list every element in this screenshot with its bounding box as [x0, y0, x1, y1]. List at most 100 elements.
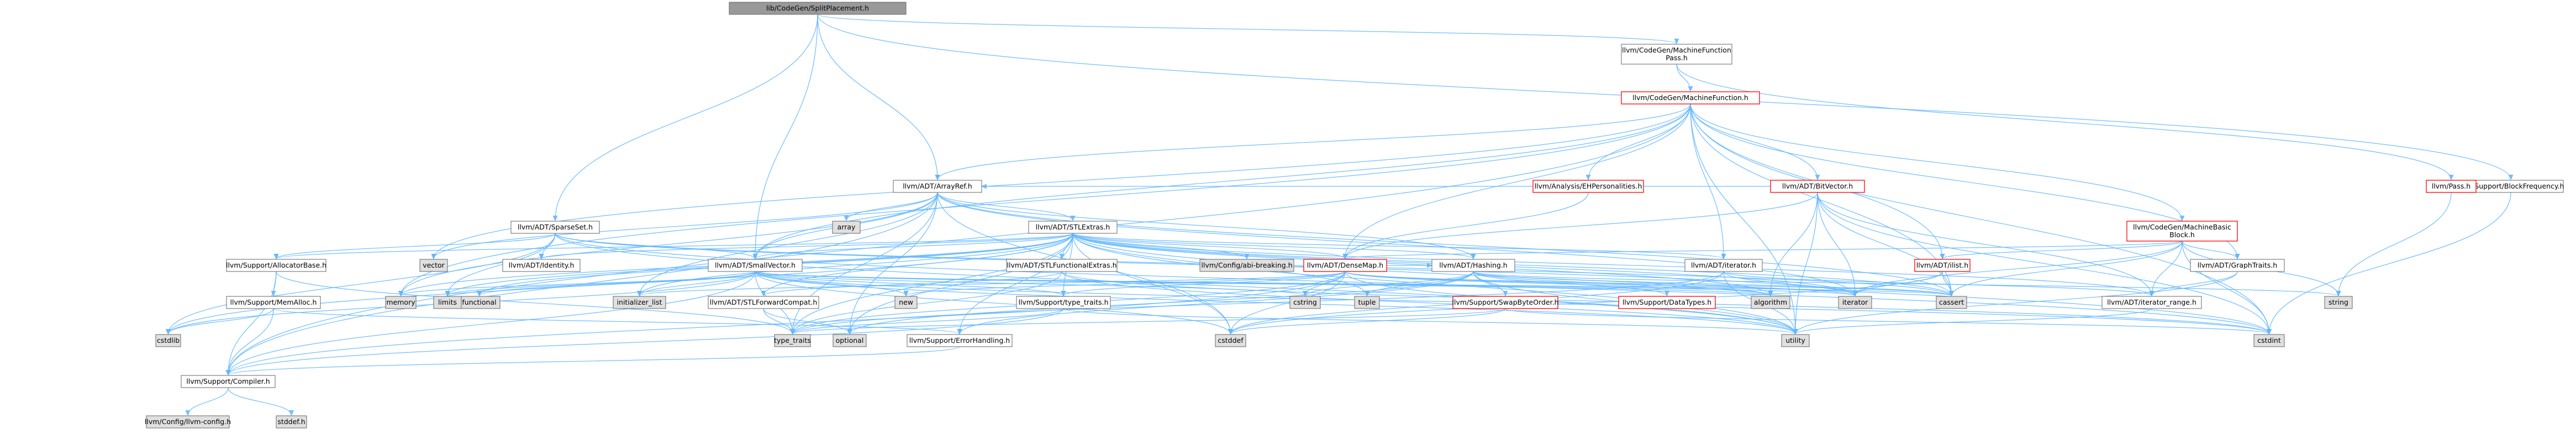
nodes-layer: lib/CodeGen/SplitPlacement.h llvm/CodeGen…: [145, 2, 2564, 429]
edge-hashing-to-string: [1473, 271, 2338, 296]
node-abi[interactable]: llvm/Config/abi-breaking.h: [1199, 259, 1294, 272]
edge-ab-to-compiler: [228, 271, 277, 375]
edge-dm-to-cassert: [1345, 271, 1952, 296]
node-ss-box: [510, 221, 600, 234]
node-typetraits[interactable]: type_traits: [774, 334, 811, 347]
node-optional[interactable]: optional: [833, 334, 867, 347]
node-limits[interactable]: limits: [433, 296, 462, 309]
node-ilist-label: llvm/ADT/ilist.h: [1916, 261, 1968, 269]
node-ab-label: llvm/Support/AllocatorBase.h: [226, 261, 326, 269]
node-initlist-box: [613, 296, 666, 309]
edge-dm-to-compiler: [228, 271, 1346, 375]
node-cstring[interactable]: cstring: [1289, 296, 1321, 309]
edge-mf-to-compiler: [228, 103, 1691, 375]
edge-stl-to-cstddef: [1072, 233, 1231, 334]
node-stlfe-label: llvm/ADT/STLFunctionalExtras.h: [1007, 261, 1117, 269]
node-initlist-label: initializer_list: [617, 298, 662, 306]
node-itrange[interactable]: llvm/ADT/iterator_range.h: [2101, 296, 2202, 309]
node-hashing-box: [1431, 259, 1515, 272]
node-typetraits_h[interactable]: llvm/Support/type_traits.h: [1016, 296, 1111, 309]
node-swap[interactable]: llvm/Support/SwapByteOrder.h: [1452, 296, 1559, 309]
node-llvmconfig[interactable]: llvm/Config/llvm-config.h: [145, 415, 231, 429]
node-pass[interactable]: llvm/Pass.h: [2426, 180, 2477, 193]
node-cstddef[interactable]: cstddef: [1215, 334, 1246, 347]
node-iterator[interactable]: llvm/ADT/iterator.h: [1684, 259, 1763, 272]
node-utility-box: [1781, 334, 1810, 347]
node-memory-label: memory: [386, 298, 415, 306]
edge-mf-to-iterator: [1690, 103, 1724, 259]
node-eh-box: [1532, 180, 1644, 193]
node-cstdlib[interactable]: cstdlib: [155, 334, 181, 347]
node-dm[interactable]: llvm/ADT/DenseMap.h: [1303, 259, 1387, 272]
node-cassert[interactable]: cassert: [1936, 296, 1967, 309]
node-memalloc[interactable]: llvm/Support/MemAlloc.h: [226, 296, 321, 309]
edge-mbb-to-iterator_std: [1855, 241, 2183, 296]
edge-mf-to-dm: [1345, 103, 1691, 259]
node-datatypes[interactable]: llvm/Support/DataTypes.h: [1618, 296, 1716, 309]
node-bf[interactable]: llvm/Support/BlockFrequency.h: [2458, 180, 2564, 193]
node-iterator-label: llvm/ADT/iterator.h: [1691, 261, 1756, 269]
node-iterator_std[interactable]: iterator: [1838, 296, 1872, 309]
node-compiler[interactable]: llvm/Support/Compiler.h: [181, 375, 276, 388]
node-utility[interactable]: utility: [1781, 334, 1810, 347]
node-root[interactable]: lib/CodeGen/SplitPlacement.h: [729, 2, 907, 15]
node-itrange-box: [2101, 296, 2202, 309]
node-initlist[interactable]: initializer_list: [613, 296, 666, 309]
node-stlfe[interactable]: llvm/ADT/STLFunctionalExtras.h: [1006, 259, 1118, 272]
node-mf[interactable]: llvm/CodeGen/MachineFunction.h: [1621, 91, 1760, 105]
edge-ab-to-typetraits: [276, 271, 793, 334]
node-memory[interactable]: memory: [385, 296, 417, 309]
edge-ss-to-limits: [447, 233, 556, 296]
node-string[interactable]: string: [2324, 296, 2353, 309]
node-ar[interactable]: llvm/ADT/ArrayRef.h: [893, 180, 982, 193]
node-stlfc[interactable]: llvm/ADT/STLForwardCompat.h: [708, 296, 819, 309]
node-ilist[interactable]: llvm/ADT/ilist.h: [1914, 259, 1971, 272]
edge-mf-to-utility: [1690, 103, 1795, 334]
node-array-box: [832, 221, 861, 234]
node-root-box: [729, 2, 907, 15]
node-bv[interactable]: llvm/ADT/BitVector.h: [1770, 180, 1865, 193]
node-array[interactable]: array: [832, 221, 861, 234]
node-swap-label: llvm/Support/SwapByteOrder.h: [1452, 298, 1559, 306]
edge-pass-to-string: [2338, 192, 2452, 296]
node-stl[interactable]: llvm/ADT/STLExtras.h: [1028, 221, 1118, 234]
node-mf-label: llvm/CodeGen/MachineFunction.h: [1632, 93, 1748, 102]
edge-swap-to-cstddef: [1231, 308, 1506, 334]
node-errh[interactable]: llvm/Support/ErrorHandling.h: [907, 334, 1013, 347]
edge-root-to-sv: [755, 14, 818, 259]
edge-stl-to-dm: [1072, 233, 1345, 259]
edge-memalloc-to-cstdlib: [168, 308, 274, 334]
node-memory-box: [385, 296, 417, 309]
node-ab[interactable]: llvm/Support/AllocatorBase.h: [226, 259, 326, 272]
edge-stl-to-sv: [755, 233, 1073, 259]
node-hashing[interactable]: llvm/ADT/Hashing.h: [1431, 259, 1515, 272]
node-tuple[interactable]: tuple: [1354, 296, 1380, 309]
edge-stl-to-typetraits: [793, 233, 1073, 334]
node-stddef[interactable]: stddef.h: [276, 415, 307, 429]
node-array-label: array: [837, 223, 856, 231]
node-algorithm[interactable]: algorithm: [1751, 296, 1790, 309]
node-identity[interactable]: llvm/ADT/Identity.h: [502, 259, 581, 272]
edge-sv-to-cstddef: [755, 271, 1231, 334]
node-typetraits-label: type_traits: [774, 336, 811, 344]
node-sv[interactable]: llvm/ADT/SmallVector.h: [708, 259, 803, 272]
node-stddef-box: [276, 415, 307, 429]
node-ss[interactable]: llvm/ADT/SparseSet.h: [510, 221, 600, 234]
node-vector[interactable]: vector: [419, 259, 448, 272]
node-swap-box: [1452, 296, 1558, 309]
node-cstdint[interactable]: cstdint: [2253, 334, 2285, 347]
node-new[interactable]: new: [894, 296, 918, 309]
node-optional-label: optional: [836, 336, 864, 344]
edge-hashing-to-cstring: [1305, 271, 1474, 296]
node-typetraits_h-box: [1016, 296, 1111, 309]
edge-graphtraits-to-utility: [1795, 271, 2238, 334]
node-cstring-label: cstring: [1293, 298, 1317, 306]
node-vector-box: [419, 259, 448, 272]
node-eh[interactable]: llvm/Analysis/EHPersonalities.h: [1532, 180, 1644, 193]
node-identity-box: [502, 259, 581, 272]
node-functional[interactable]: functional: [458, 296, 501, 309]
node-graphtraits[interactable]: llvm/ADT/GraphTraits.h: [2190, 259, 2285, 272]
edge-ar-to-hashing: [937, 192, 1473, 259]
